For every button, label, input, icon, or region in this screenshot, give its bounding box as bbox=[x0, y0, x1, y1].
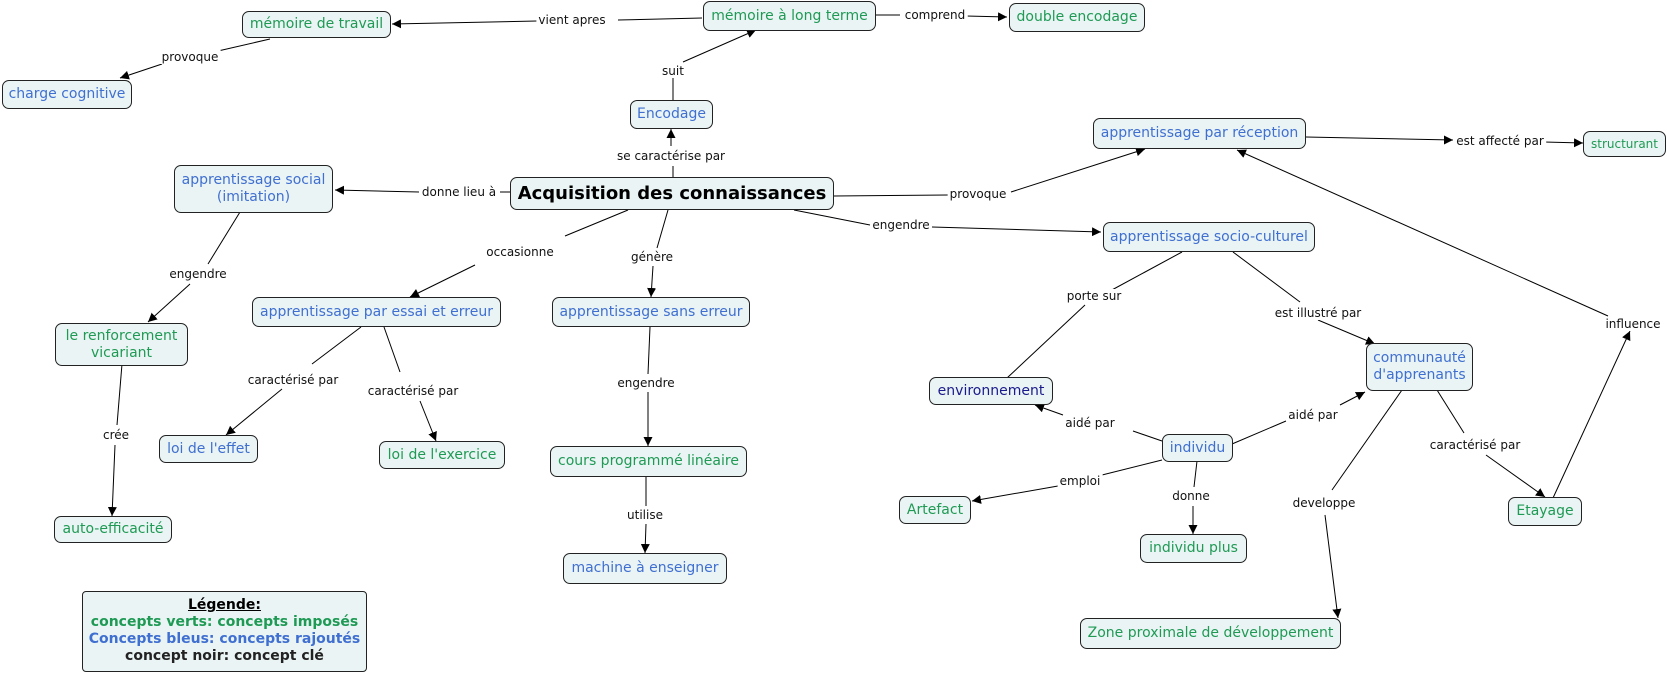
node-memoire-de-travail[interactable]: mémoire de travail bbox=[242, 11, 391, 38]
link-label-occasionne: occasionne bbox=[484, 245, 556, 259]
link-label-aide-par: aidé par bbox=[1063, 416, 1117, 430]
link-label-engendre: engendre bbox=[615, 376, 677, 390]
link-label-provoque: provoque bbox=[947, 187, 1009, 201]
node-environnement[interactable]: environnement bbox=[929, 377, 1053, 405]
node-artefact[interactable]: Artefact bbox=[899, 496, 971, 524]
node-loi-de-l-exercice[interactable]: loi de l'exercice bbox=[379, 441, 505, 469]
node-encodage[interactable]: Encodage bbox=[630, 100, 713, 129]
node-memoire-a-long-terme[interactable]: mémoire à long terme bbox=[703, 1, 876, 31]
link-label-aide-par: aidé par bbox=[1286, 408, 1340, 422]
link-label-caracterise-par: caractérisé par bbox=[1427, 438, 1523, 452]
node-apprentissage-par-reception[interactable]: apprentissage par réception bbox=[1093, 118, 1306, 149]
node-individu[interactable]: individu bbox=[1162, 434, 1233, 462]
link-label-caracterise-par: caractérisé par bbox=[365, 384, 461, 398]
link-label-influence: influence bbox=[1603, 317, 1663, 331]
node-double-encodage[interactable]: double encodage bbox=[1009, 3, 1145, 32]
link-label-est-affecte-par: est affecté par bbox=[1454, 134, 1546, 148]
node-structurant[interactable]: structurant bbox=[1583, 131, 1666, 157]
node-acquisition-des-connaissances[interactable]: Acquisition des connaissances bbox=[510, 177, 834, 210]
node-zone-proximale[interactable]: Zone proximale de développement bbox=[1080, 618, 1341, 649]
link-label-cree: crée bbox=[100, 428, 132, 442]
legend-box: Légende: concepts verts: concepts imposé… bbox=[82, 591, 367, 672]
link-label-genere: génère bbox=[628, 250, 676, 264]
link-label-engendre: engendre bbox=[167, 267, 229, 281]
node-loi-de-l-effet[interactable]: loi de l'effet bbox=[159, 435, 258, 463]
link-label-developpe: developpe bbox=[1290, 496, 1358, 510]
node-machine-a-enseigner[interactable]: machine à enseigner bbox=[563, 553, 727, 584]
link-label-donne-lieu-a: donne lieu à bbox=[419, 185, 499, 199]
link-label-suit: suit bbox=[660, 64, 686, 78]
link-label-se-caracterise-par: se caractérise par bbox=[615, 149, 727, 163]
node-charge-cognitive[interactable]: charge cognitive bbox=[2, 80, 132, 109]
node-cours-programme-lineaire[interactable]: cours programmé linéaire bbox=[550, 446, 747, 477]
node-apprentissage-essai-erreur[interactable]: apprentissage par essai et erreur bbox=[252, 297, 501, 327]
legend-title: Légende: bbox=[187, 597, 261, 613]
node-etayage[interactable]: Etayage bbox=[1508, 497, 1582, 526]
link-label-caracterise-par: caractérisé par bbox=[245, 373, 341, 387]
legend-black-line: concept noir: concept clé bbox=[125, 648, 324, 664]
link-label-est-illustre-par: est illustré par bbox=[1272, 306, 1364, 320]
link-label-provoque: provoque bbox=[159, 50, 221, 64]
legend-green-line: concepts verts: concepts imposés bbox=[90, 614, 359, 630]
node-apprentissage-sans-erreur[interactable]: apprentissage sans erreur bbox=[552, 297, 750, 327]
link-label-engendre: engendre bbox=[870, 218, 932, 232]
legend-blue-line: Concepts bleus: concepts rajoutés bbox=[88, 631, 361, 647]
node-communaute-d-apprenants[interactable]: communauté d'apprenants bbox=[1366, 343, 1473, 391]
node-auto-efficacite[interactable]: auto-efficacité bbox=[54, 516, 172, 543]
link-label-utilise: utilise bbox=[625, 508, 665, 522]
node-renforcement-vicariant[interactable]: le renforcement vicariant bbox=[55, 323, 188, 366]
link-label-comprend: comprend bbox=[902, 8, 968, 22]
node-apprentissage-social[interactable]: apprentissage social (imitation) bbox=[174, 165, 333, 213]
link-label-emploi: emploi bbox=[1057, 474, 1103, 488]
link-label-porte-sur: porte sur bbox=[1064, 289, 1124, 303]
link-label-donne: donne bbox=[1170, 489, 1212, 503]
link-label-vient-apres: vient apres bbox=[536, 13, 608, 27]
node-apprentissage-socio-culturel[interactable]: apprentissage socio-culturel bbox=[1103, 222, 1315, 252]
node-individu-plus[interactable]: individu plus bbox=[1140, 534, 1247, 563]
